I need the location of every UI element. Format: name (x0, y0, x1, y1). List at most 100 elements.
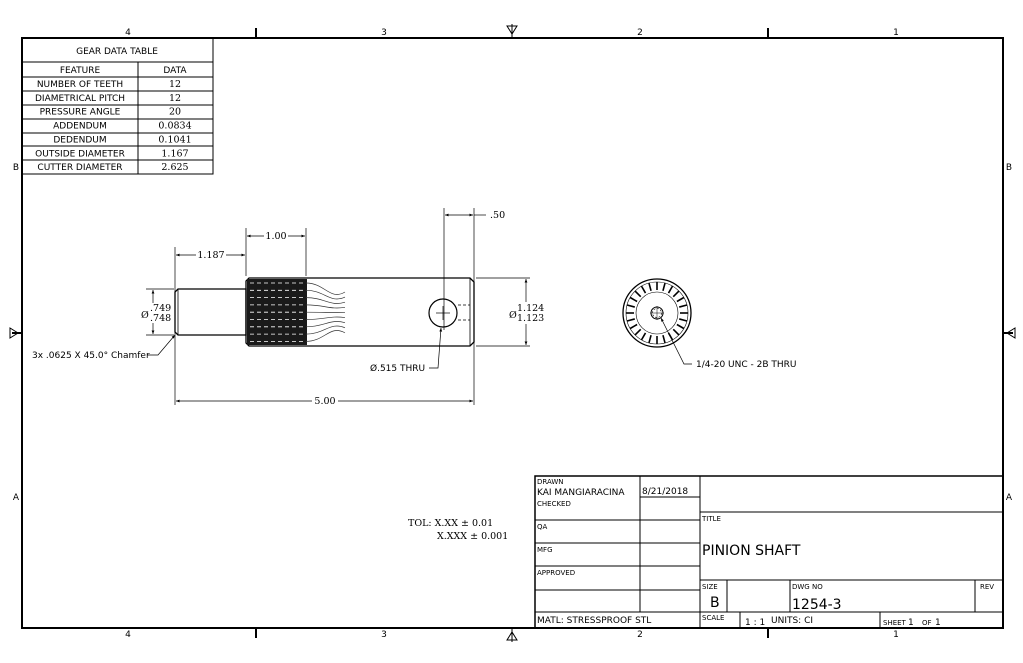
title-block: DRAWN KAI MANGIARACINA 8/21/2018 CHECKED… (534, 475, 1004, 629)
data-cell: 20 (169, 107, 181, 118)
mfg-label: MFG (537, 546, 553, 554)
spline-runout-line (305, 330, 346, 342)
zone-row-b-right: B (1006, 163, 1012, 173)
drawing-title: PINION SHAFT (702, 543, 801, 559)
end-view-tooth (679, 304, 688, 308)
of-label: OF (922, 619, 932, 627)
drawn-by: KAI MANGIARACINA (537, 488, 625, 498)
feature-cell: CUTTER DIAMETER (37, 163, 122, 173)
gear-table-row: PRESSURE ANGLE 20 (40, 107, 181, 118)
end-view-tooth (667, 285, 674, 294)
zone-col-3: 3 (381, 28, 387, 38)
zone-col-2-bottom: 2 (637, 630, 643, 640)
header-data: DATA (163, 66, 187, 76)
dimensions: 5.00 1.187 1.00 .50 Ø 1.124 1.123 Ø .749… (32, 208, 548, 407)
title-label: TITLE (701, 515, 721, 523)
zone-row-a: A (13, 493, 20, 503)
dim-large-dia-upper: 1.124 (517, 303, 544, 314)
data-cell: 0.0834 (158, 121, 191, 132)
data-cell: 0.1041 (158, 134, 191, 145)
size-value: B (710, 595, 720, 611)
gear-table-row: DEDENDUM 0.1041 (53, 134, 191, 145)
scale-label: SCALE (702, 614, 724, 622)
end-view-tooth (648, 282, 652, 291)
end-view-tooth (672, 290, 680, 298)
zone-col-3-bottom: 3 (381, 630, 387, 640)
feature-cell: PRESSURE ANGLE (40, 108, 121, 118)
sheet-total: 1 (935, 618, 941, 628)
sheet-number: 1 (908, 618, 914, 628)
feature-cell: OUTSIDE DIAMETER (35, 149, 125, 159)
centering-marks (9, 24, 1016, 642)
zone-col-4: 4 (125, 28, 131, 38)
spline-runout-line (305, 321, 346, 328)
dim-overall-length: 5.00 (314, 396, 335, 407)
gear-table-title: GEAR DATA TABLE (76, 47, 158, 57)
end-view-tooth (672, 328, 680, 336)
data-cell: 12 (169, 79, 181, 90)
dim-small-dia-upper: .749 (150, 303, 171, 314)
dim-spline-length: 1.00 (265, 231, 286, 242)
dim-shoulder: 1.187 (197, 250, 224, 261)
checked-label: CHECKED (537, 500, 571, 508)
gear-table-row: CUTTER DIAMETER 2.625 (37, 162, 188, 173)
hole-note: Ø.515 THRU (370, 363, 425, 374)
zone-row-a-right: A (1006, 493, 1013, 503)
feature-cell: ADDENDUM (53, 122, 107, 132)
spline-teeth (247, 279, 307, 345)
end-view-tooth (662, 335, 666, 344)
size-label: SIZE (702, 583, 718, 591)
zone-col-2: 2 (637, 28, 643, 38)
end-view-tooth (662, 282, 666, 291)
gear-data-table: GEAR DATA TABLE FEATURE DATA NUMBER OF T… (21, 37, 214, 175)
end-view-tooth (626, 304, 635, 308)
feature-cell: DIAMETRICAL PITCH (35, 94, 125, 104)
shaft-side-view (174, 277, 475, 347)
shaft-end-view: 1/4-20 UNC - 2B THRU (622, 278, 797, 370)
end-view-tooth (629, 323, 638, 330)
data-cell: 2.625 (161, 162, 188, 173)
feature-cell: NUMBER OF TEETH (37, 80, 123, 90)
end-view-tooth (629, 296, 638, 303)
approved-label: APPROVED (537, 569, 575, 577)
end-view-tooth (679, 318, 688, 322)
qa-label: QA (537, 523, 548, 531)
rev-label: REV (980, 583, 994, 591)
end-view-tooth (676, 323, 685, 330)
tolerance-line-1: TOL: X.XX ± 0.01 (408, 518, 493, 529)
gear-table-row: ADDENDUM 0.0834 (53, 121, 191, 132)
feature-cell: DEDENDUM (53, 135, 106, 145)
chamfer-note: 3x .0625 X 45.0° Chamfer (32, 351, 150, 361)
spline-runout-line (305, 289, 346, 300)
zone-col-1: 1 (893, 28, 899, 38)
zone-row-b: B (13, 163, 19, 173)
units: UNITS: CI (771, 616, 813, 626)
spline-runout-line (305, 297, 346, 304)
header-feature: FEATURE (60, 66, 101, 76)
tolerance-line-2: X.XXX ± 0.001 (437, 531, 508, 542)
sheet-label: SHEET (883, 619, 907, 627)
end-view-tooth (634, 290, 642, 298)
hole (428, 298, 470, 328)
spline-runout-line (305, 316, 346, 320)
tap-note: 1/4-20 UNC - 2B THRU (696, 360, 797, 370)
spline-runout-line (305, 325, 346, 335)
dwg-no: 1254-3 (792, 597, 842, 613)
end-view-tooth (640, 332, 647, 341)
zone-col-4-bottom: 4 (125, 630, 131, 640)
dwg-no-label: DWG NO (792, 583, 823, 591)
dim-small-dia-symbol: Ø (141, 310, 149, 321)
dim-hole-offset: .50 (490, 210, 505, 221)
scale-value: 1 : 1 (745, 618, 765, 628)
spline-runout-line (305, 304, 346, 309)
zone-labels: 4 3 2 1 4 3 2 1 B A B A (13, 28, 1013, 640)
dim-large-dia-symbol: Ø (509, 310, 517, 321)
spline-runout-line (305, 282, 346, 295)
drawn-label: DRAWN (537, 478, 564, 486)
end-view-tooth (676, 296, 685, 303)
dim-small-dia-lower: .748 (150, 313, 171, 324)
end-view-tooth (640, 285, 647, 294)
